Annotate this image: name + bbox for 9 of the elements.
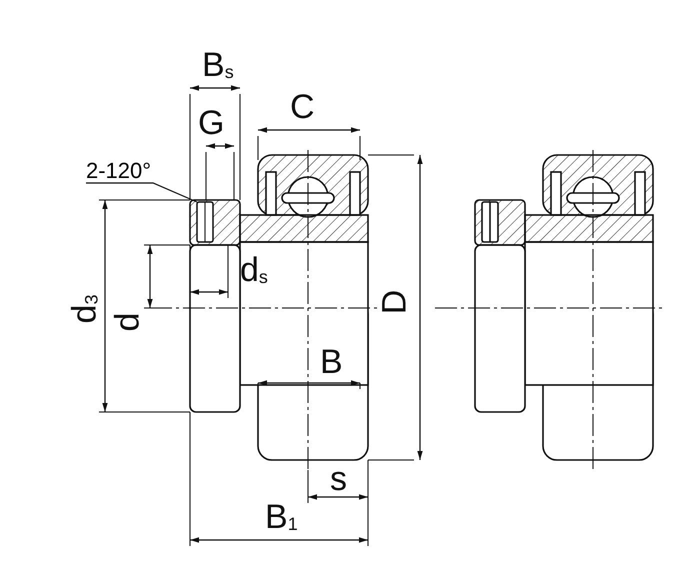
dimension-label: D: [377, 290, 412, 314]
callout-text: 2-120°: [86, 160, 152, 182]
set-screw: [196, 201, 214, 243]
dimension-label: G: [198, 106, 224, 140]
dimension-label: C: [290, 90, 315, 124]
dimension-label: s: [330, 462, 347, 496]
dimension-label: B: [320, 345, 343, 379]
dimension-label: d: [110, 312, 144, 332]
leader-line: [86, 182, 198, 203]
